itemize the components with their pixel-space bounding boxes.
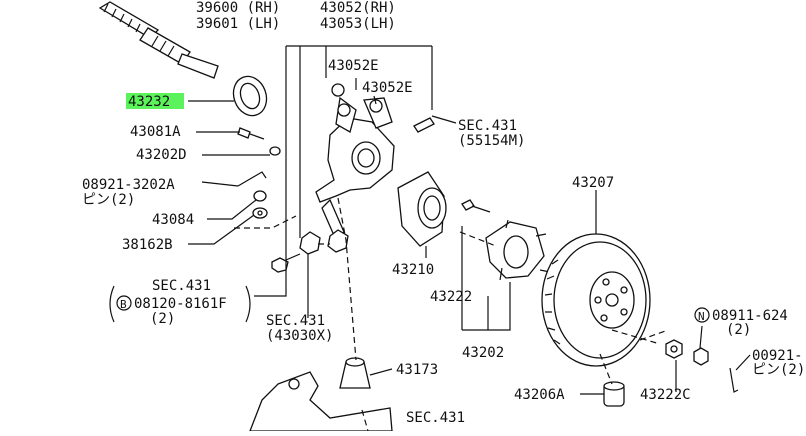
cotter-pin[interactable] xyxy=(237,171,267,187)
label-43173[interactable]: 43173 xyxy=(396,362,438,378)
label-pin-b: ピン(2) xyxy=(752,362,805,378)
label-43210[interactable]: 43210 xyxy=(392,262,434,278)
wheel-hub[interactable] xyxy=(485,219,551,281)
label-43053[interactable]: 43053(LH) xyxy=(320,16,396,32)
label-08921-3202a[interactable]: 08921-3202A xyxy=(82,177,175,193)
b-circle xyxy=(116,295,132,311)
drive-shaft[interactable] xyxy=(98,1,219,79)
b-paren-left xyxy=(109,285,115,323)
lower-bushings[interactable] xyxy=(271,229,349,273)
label-sec431-a-sub: (55154M) xyxy=(458,133,525,149)
label-43207[interactable]: 43207 xyxy=(572,175,614,191)
wheel-stud[interactable] xyxy=(603,381,625,407)
washer-43202d[interactable] xyxy=(269,146,281,156)
leader-lines xyxy=(188,45,751,432)
hub-bolt[interactable] xyxy=(461,199,491,213)
label-b-mark: B xyxy=(120,298,127,311)
label-sec431-b[interactable]: SEC.431 xyxy=(152,278,211,294)
n-circle xyxy=(694,307,710,323)
bolt-43081a[interactable] xyxy=(237,127,265,140)
hub-nut[interactable] xyxy=(665,339,709,366)
label-08120-8161f[interactable]: 08120-8161F xyxy=(134,296,227,312)
label-43052[interactable]: 43052(RH) xyxy=(320,0,396,16)
label-sec431-d[interactable]: SEC.431 xyxy=(406,410,465,426)
label-38162b[interactable]: 38162B xyxy=(122,237,173,253)
label-43232[interactable]: 43232 xyxy=(128,94,170,110)
label-n-mark: N xyxy=(698,310,705,323)
label-sec431-c-sub: (43030X) xyxy=(266,328,333,344)
highlight-43232 xyxy=(126,93,184,109)
label-39600[interactable]: 39600 (RH) xyxy=(196,0,280,16)
label-43052e-a[interactable]: 43052E xyxy=(328,58,379,74)
nut-43084[interactable] xyxy=(252,190,268,219)
label-sec431-a[interactable]: SEC.431 xyxy=(458,118,517,134)
lower-arm[interactable] xyxy=(249,371,393,432)
label-43202[interactable]: 43202 xyxy=(462,345,504,361)
bushing-43173[interactable] xyxy=(339,357,371,389)
label-43206a[interactable]: 43206A xyxy=(514,387,565,403)
label-43084[interactable]: 43084 xyxy=(152,212,194,228)
label-43081a[interactable]: 43081A xyxy=(130,124,181,140)
label-n-qty: (2) xyxy=(726,322,751,338)
label-43202d[interactable]: 43202D xyxy=(136,147,187,163)
label-43052e-b[interactable]: 43052E xyxy=(362,80,413,96)
label-00921[interactable]: 00921- xyxy=(752,348,803,364)
steering-knuckle[interactable] xyxy=(315,83,435,242)
label-pin-a: ピン(2) xyxy=(82,192,135,208)
label-43222[interactable]: 43222 xyxy=(430,289,472,305)
label-08911-624[interactable]: 08911-624 xyxy=(712,308,788,324)
label-43222c[interactable]: 43222C xyxy=(640,387,691,403)
grease-seal[interactable] xyxy=(228,72,272,121)
brake-rotor[interactable] xyxy=(541,233,651,367)
label-sec431-c[interactable]: SEC.431 xyxy=(266,313,325,329)
hub-bearing[interactable] xyxy=(397,171,447,247)
b-paren-right xyxy=(245,285,251,323)
label-b-qty: (2) xyxy=(150,311,175,327)
label-39601[interactable]: 39601 (LH) xyxy=(196,16,280,32)
cotter-pin-right[interactable] xyxy=(729,367,739,393)
